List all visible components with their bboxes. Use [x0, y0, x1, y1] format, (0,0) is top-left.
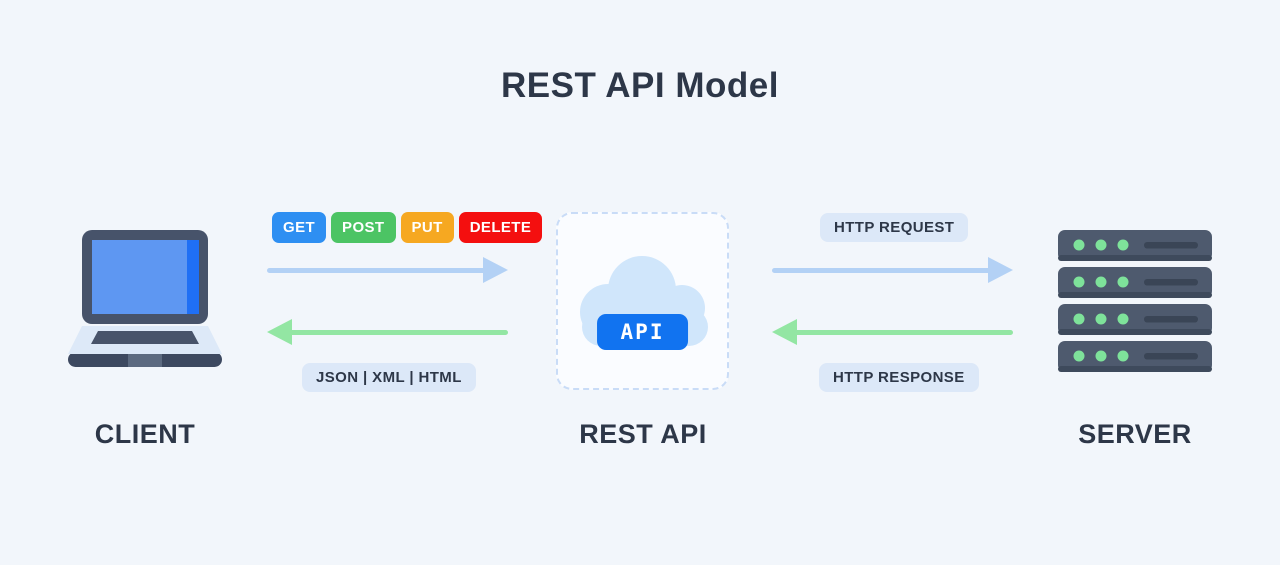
rest-api-box: API [556, 212, 729, 390]
api-badge: API [596, 314, 689, 350]
method-badge-get: GET [272, 212, 327, 243]
client-label: CLIENT [94, 419, 196, 449]
http-response-arrow [772, 319, 1013, 345]
client-response-arrow [267, 319, 508, 345]
diagram-title: REST API Model [501, 66, 779, 105]
method-badge-post: POST [331, 212, 396, 243]
method-badge-delete: DELETE [458, 212, 543, 243]
method-badge-put: PUT [400, 212, 454, 243]
server-label: SERVER [1078, 419, 1192, 449]
client-request-arrow [267, 257, 508, 283]
response-formats-pill: JSON | XML | HTML [302, 363, 476, 392]
laptop-icon [68, 230, 222, 367]
http-response-pill: HTTP RESPONSE [819, 363, 979, 392]
http-request-pill: HTTP REQUEST [820, 213, 969, 242]
rest-api-label: REST API [579, 419, 707, 449]
server-rack-icon [1058, 230, 1212, 372]
http-request-arrow [772, 257, 1013, 283]
http-method-badges: GET POST PUT DELETE [272, 212, 543, 243]
